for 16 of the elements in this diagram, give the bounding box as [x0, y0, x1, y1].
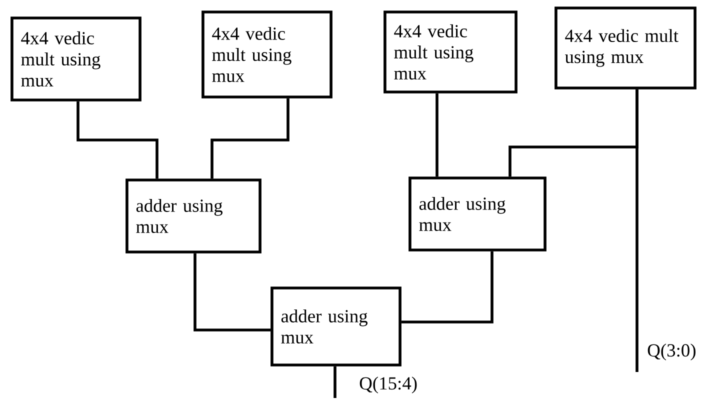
edge-label: Q(15:4) [360, 376, 417, 394]
output-line [334, 366, 336, 398]
output-line [636, 89, 638, 372]
multiplier-box: 4x4 vedic mult using mux [202, 10, 332, 98]
multiplier-box: 4x4 vedic mult using mux [384, 10, 518, 94]
connector-line [436, 93, 438, 177]
multiplier-box: 4x4 vedic mult using mux [10, 16, 142, 102]
adder-box: adder using mux [126, 178, 262, 254]
connector-line [401, 251, 494, 324]
connector-line [194, 253, 271, 332]
connector-line [76, 101, 158, 179]
edge-label: Q(3:0) [648, 344, 696, 360]
adder-box: adder using mux [270, 286, 402, 366]
adder-box: adder using mux [408, 176, 546, 252]
connector-line [210, 98, 290, 179]
multiplier-box: 4x4 vedic mult using mux [554, 6, 696, 90]
